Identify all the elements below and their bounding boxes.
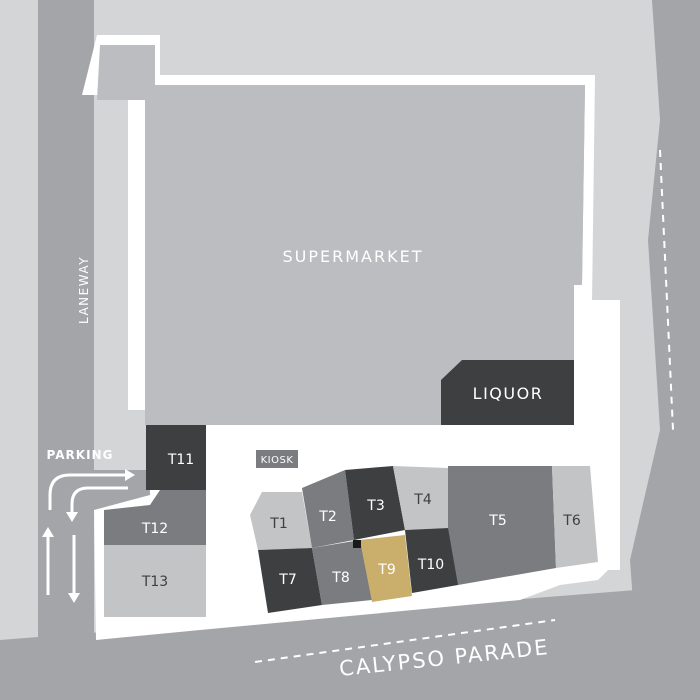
tenancy-label-t10: T10	[417, 557, 444, 573]
tenancy-t6[interactable]	[552, 466, 598, 568]
tenancy-t13[interactable]	[104, 545, 206, 617]
laneway-label: LANEWAY	[77, 256, 91, 324]
supermarket-inner	[145, 85, 585, 425]
calypso-lane-marking	[254, 619, 556, 663]
tenancy-label-t13: T13	[141, 574, 168, 590]
tenancy-label-t7: T7	[278, 572, 296, 588]
tenancy-t4[interactable]	[393, 466, 448, 530]
tenancy-label-t11: T11	[167, 452, 194, 468]
tenancy-t8[interactable]	[312, 540, 372, 605]
tenancy-label-t5: T5	[488, 513, 506, 529]
tenancy-divider-marker	[353, 540, 361, 548]
tenancy-t3[interactable]	[345, 466, 405, 540]
tenancy-label-t12: T12	[141, 521, 168, 537]
tenancy-liquor[interactable]	[441, 360, 574, 425]
arrowhead-right-icon	[125, 469, 135, 481]
tenancy-label-t1: T1	[269, 516, 287, 532]
arrowhead-down-icon	[66, 512, 78, 522]
east-road	[630, 0, 700, 700]
tenancy-label-t6: T6	[562, 513, 581, 529]
tenancy-t5[interactable]	[448, 466, 556, 585]
tenancy-label-liquor: LIQUOR	[473, 384, 544, 403]
arrowhead-down-icon	[68, 593, 80, 603]
laneway-road	[38, 0, 94, 700]
parking-arrow-in-icon	[48, 473, 128, 510]
tenancy-t10[interactable]	[405, 528, 458, 593]
parking-label: PARKING	[47, 448, 114, 462]
tenancy-t12[interactable]	[104, 490, 206, 545]
tenancy-label-t8: T8	[331, 570, 349, 586]
calypso-parade-road	[0, 585, 700, 700]
tenancy-t2[interactable]	[302, 470, 354, 548]
tenancy-label-t4: T4	[413, 492, 432, 508]
tenancy-t9[interactable]	[360, 535, 412, 602]
tenancy-t1[interactable]	[250, 492, 312, 550]
tenancy-label-t2: T2	[318, 509, 336, 525]
kiosk-box[interactable]	[256, 450, 298, 468]
parking-arrow-out-icon	[70, 486, 128, 515]
tenancy-t11[interactable]	[146, 425, 206, 490]
supermarket-label: SUPERMARKET	[283, 247, 424, 266]
arrowhead-up-icon	[42, 527, 54, 537]
tenancy-label-t9: T9	[377, 562, 395, 578]
tenancy-label-t3: T3	[366, 498, 384, 514]
kiosk-label: KIOSK	[261, 455, 294, 466]
tenancy-t7[interactable]	[258, 548, 322, 613]
